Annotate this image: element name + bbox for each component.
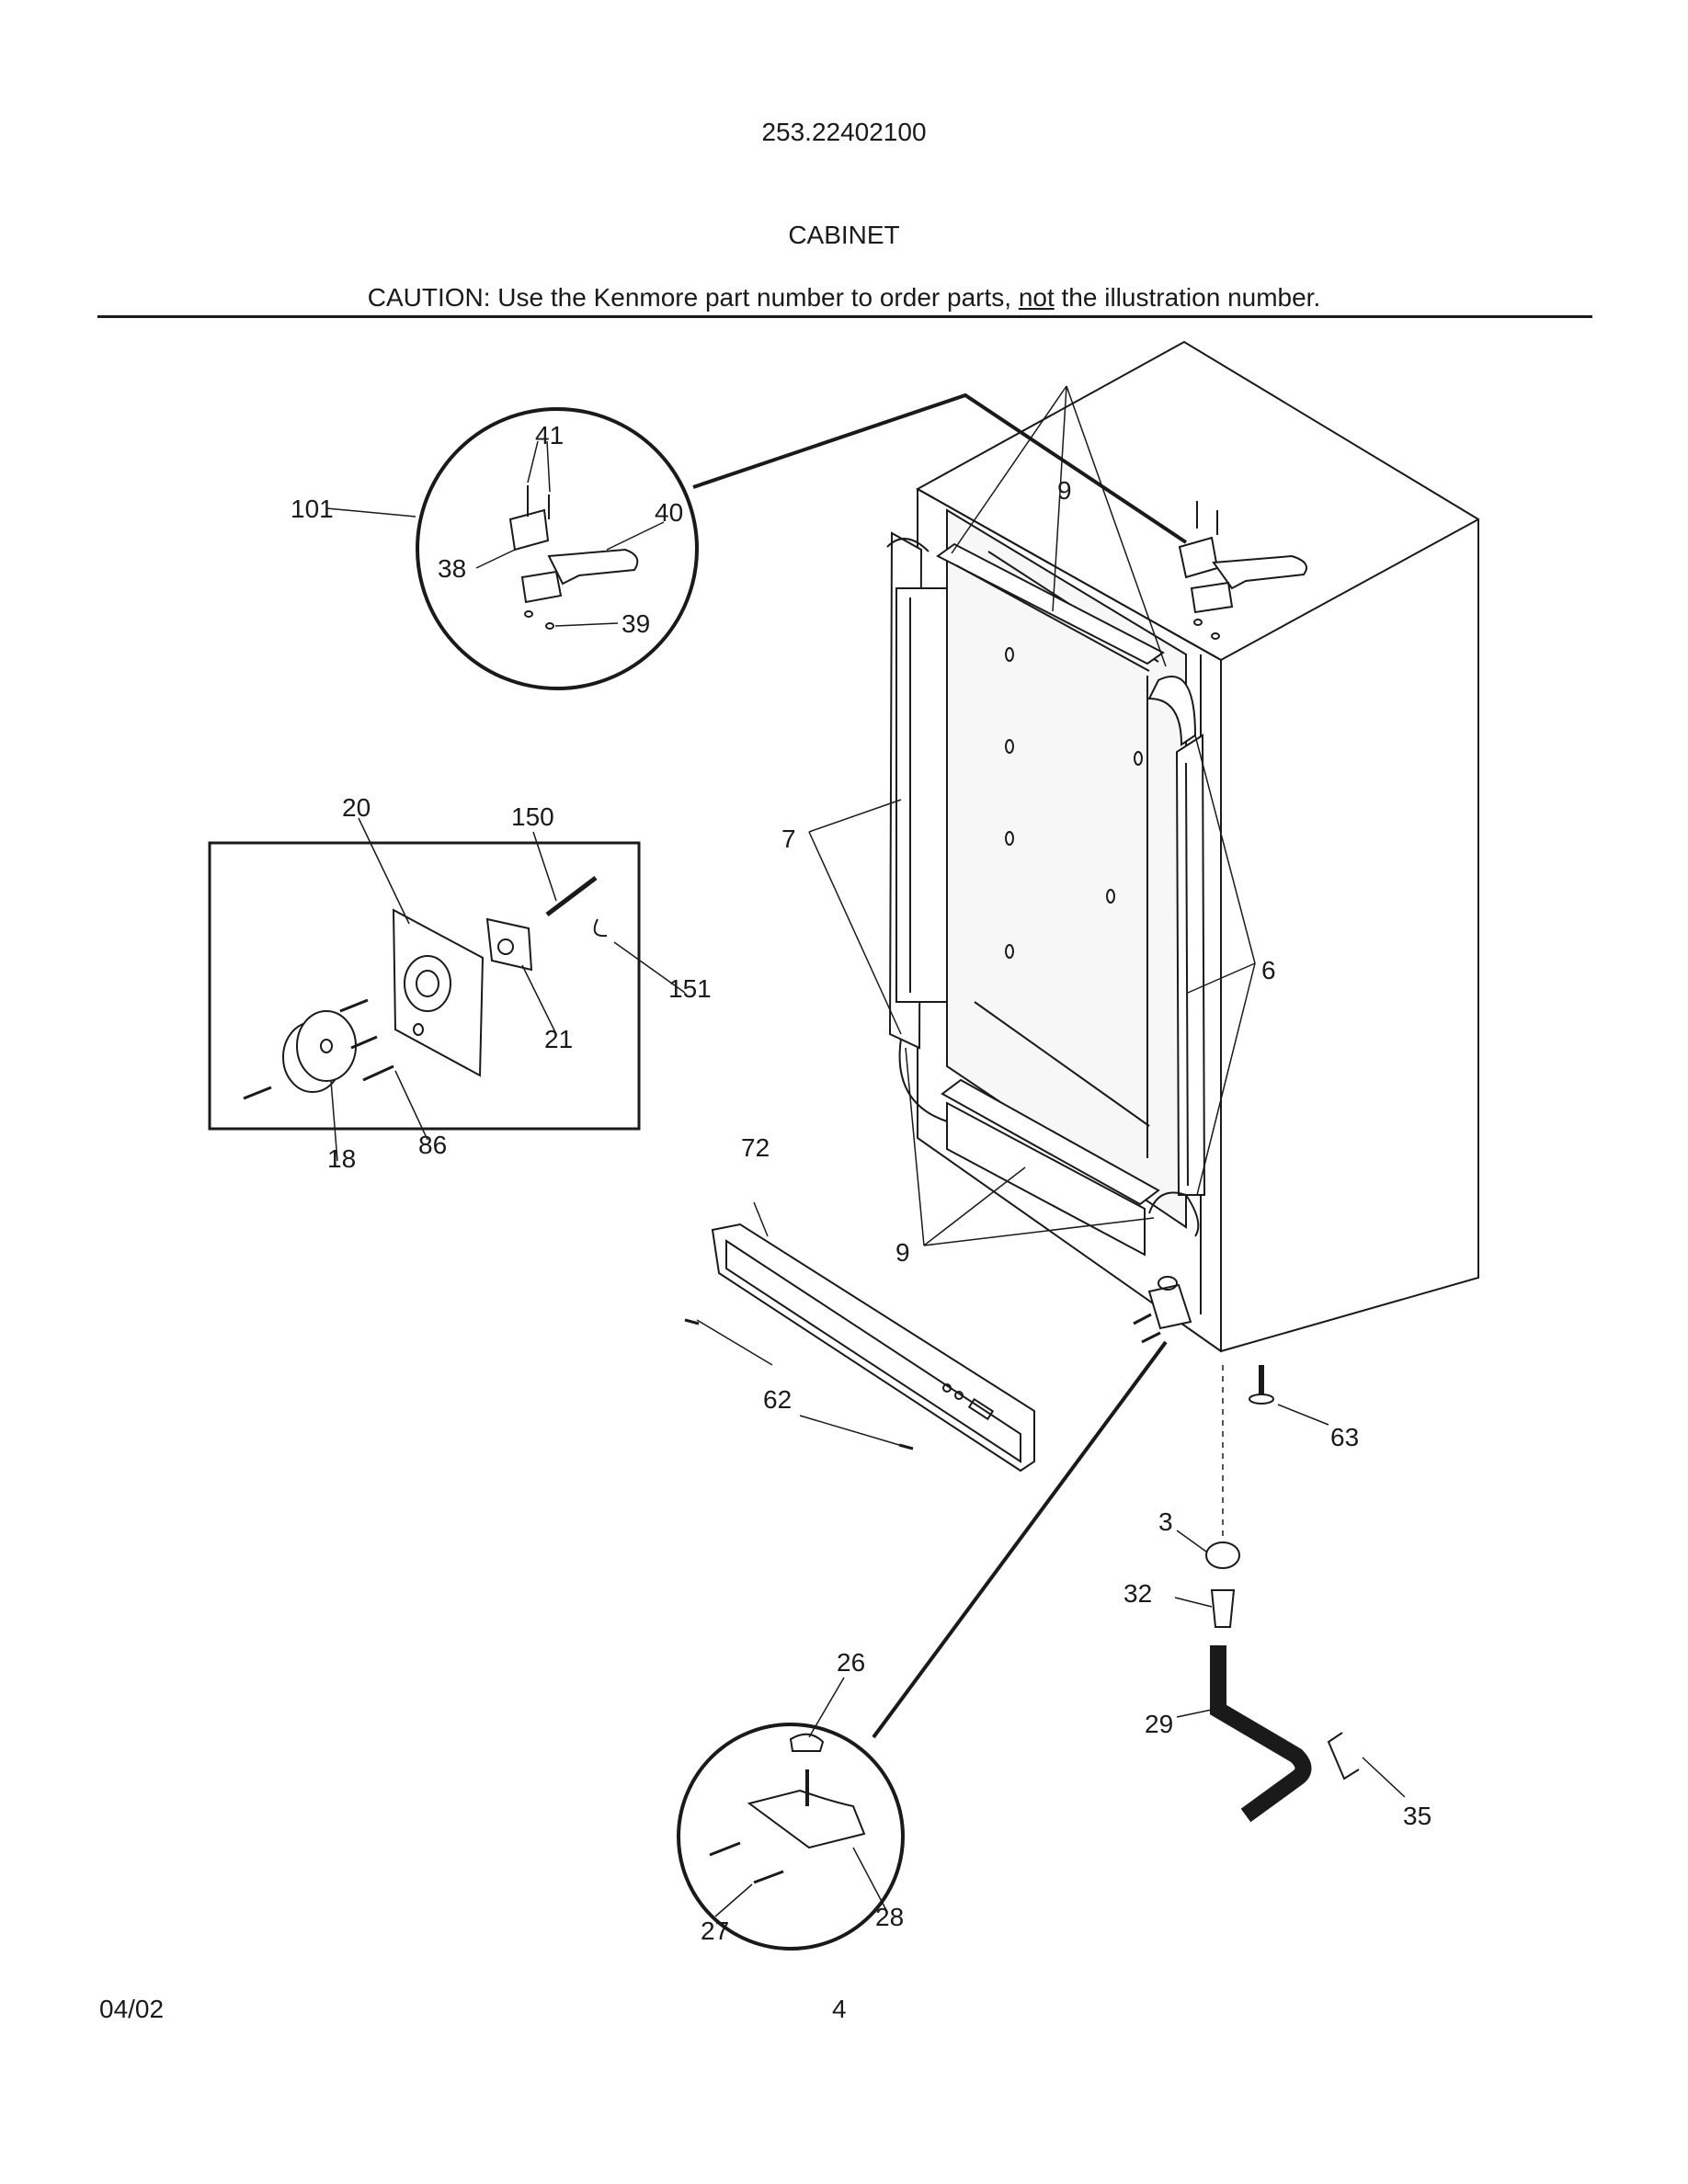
callout-18: 18 [327,1144,356,1173]
top-hinge-detail-circle [325,392,1188,690]
callout-86: 86 [418,1131,447,1159]
callout-29: 29 [1145,1710,1173,1738]
breaker-strip-bottom [898,1038,1200,1257]
caution-text-not: not [1018,283,1055,312]
callout-20: 20 [342,793,371,822]
callout-151: 151 [668,974,712,1003]
callout-26: 26 [837,1648,865,1677]
callout-72: 72 [741,1133,770,1162]
handle-bushing [1174,1589,1236,1628]
bottom-hinge-detail-circle [677,1677,905,1951]
leveling-leg [1222,1365,1329,1544]
footer-page-number: 4 [832,1995,847,2023]
callout-6: 6 [1261,956,1276,984]
callout-9-bottom: 9 [895,1238,910,1267]
callout-28: 28 [875,1903,904,1931]
header-rule [97,315,1592,318]
callout-63: 63 [1330,1423,1359,1451]
breaker-strip-left [886,531,948,1050]
caution-text-pre: CAUTION: Use the Kenmore part number to … [367,283,1019,312]
callout-40: 40 [655,498,683,527]
caution-note: CAUTION: Use the Kenmore part number to … [99,283,1589,313]
breaker-strip-right [1147,676,1206,1196]
base-grille [684,1201,1035,1473]
callout-32: 32 [1123,1579,1152,1608]
callout-101: 101 [291,495,334,523]
callout-labels: 41 101 40 38 39 9 20 150 7 151 21 6 18 8… [291,421,1431,1945]
callout-62: 62 [763,1385,792,1414]
control-detail-box [208,817,686,1162]
top-hinge-assembly [1178,501,1307,640]
callout-21: 21 [544,1025,573,1053]
callout-9-top: 9 [1057,476,1072,505]
callout-27: 27 [701,1917,729,1945]
callout-39: 39 [622,609,650,638]
section-title: CABINET [788,221,900,249]
callout-41: 41 [535,421,564,449]
callout-3: 3 [1158,1507,1173,1536]
door-handle [1176,1645,1312,1823]
door-stop-plug [1176,1530,1240,1569]
cabinet-body [915,340,1479,1353]
gasket-leaders [808,385,1256,1246]
handle-clip [1327,1732,1406,1798]
callout-35: 35 [1403,1802,1431,1830]
caution-text-post: the illustration number. [1054,283,1321,312]
breaker-strip-top [936,542,1165,672]
callout-38: 38 [438,554,466,583]
model-number: 253.22402100 [761,118,927,146]
callout-150: 150 [511,802,554,831]
callout-7: 7 [781,825,796,853]
bottom-hinge-assembly [872,1276,1192,1739]
footer-date: 04/02 [99,1995,165,2023]
